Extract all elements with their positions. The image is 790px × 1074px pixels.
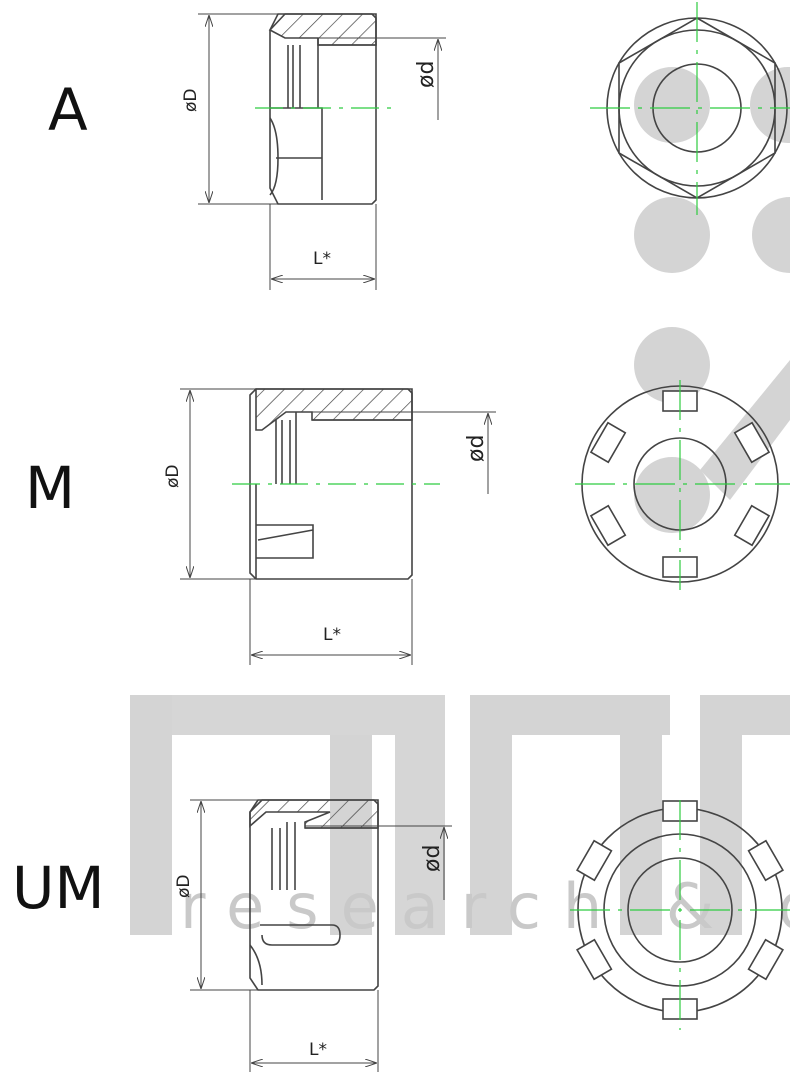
variant-um-label: UM [12,854,105,922]
variant-a-length-label: L* [313,249,331,269]
variant-m-dim-outer [180,388,256,580]
variant-m-dim-inner [312,411,496,494]
watermark-text: research & dev [180,870,790,943]
variant-um-inner-diameter-label: ød [420,845,445,872]
variant-um-side-view [249,799,379,991]
variant-a-dim-inner [318,37,446,120]
variant-a: A øD ød [48,2,790,290]
variant-m-label: M [25,454,75,522]
variant-um-front-centerlines [570,800,790,1030]
variant-um-dim-inner [305,825,452,900]
variant-a-inner-diameter-label: ød [414,61,439,88]
variant-um-outer-diameter-label: øD [174,875,194,899]
variant-um-dim-length [249,990,379,1072]
variant-m-front-centerlines [575,380,790,590]
variant-m-length-label: L* [323,625,341,645]
variant-um: UM øD ød L* [12,799,790,1072]
variant-a-label: A [48,76,88,144]
variant-um-dim-outer [190,799,258,991]
variant-m-dim-length [249,579,413,665]
variant-a-outer-diameter-label: øD [181,89,201,113]
variant-a-side-view [268,13,377,205]
variant-m: M øD ød L* [25,380,790,665]
variant-m-outer-diameter-label: øD [163,465,183,489]
variant-a-front-centerlines [590,2,790,215]
variant-m-inner-diameter-label: ød [464,435,489,462]
variant-a-dim-length [269,204,377,290]
variant-um-length-label: L* [309,1040,327,1060]
variant-a-dim-outer [198,13,278,205]
